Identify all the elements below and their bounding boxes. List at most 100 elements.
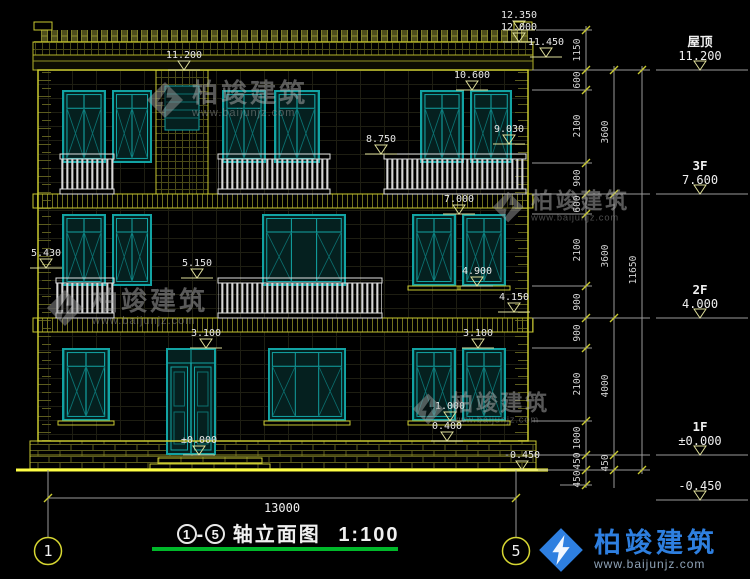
dim-value: 600 [572,195,583,212]
spot-elevation-marker: 12.350 [501,10,537,31]
spot-elevation-marker: -0.450 [504,450,540,471]
dim-value: 450 [572,470,583,487]
dim-value: 900 [572,293,583,310]
spot-elevation-marker: 5.430 [30,248,62,269]
title-underline [152,547,398,551]
spot-elevation-marker: ±0.000 [181,435,217,456]
spot-elevation-marker: 0.400 [431,421,463,442]
elevation-value: 10.600 [454,70,490,81]
brand-name: 柏竣建筑 [594,527,718,558]
axis-number-left: 1 [43,542,52,560]
elevation-value: 8.750 [366,134,396,145]
elevation-value: 5.150 [182,258,212,269]
window-sill [263,420,351,426]
dim-ticks-inner [581,25,591,490]
dim-value: 1000 [572,426,583,449]
brand-footer[interactable]: 柏竣建筑 www.baijunjz.com [538,527,718,573]
window-sill [57,420,115,426]
window-2f-center [262,214,346,286]
elevation-value: 12.350 [501,10,537,21]
spot-elevation-marker: 11.450 [528,37,564,58]
roof-parapet [32,21,534,71]
dim-value: 450 [600,454,611,471]
balcony-railing-2f [55,277,383,319]
window-sill [407,285,461,291]
elevation-value: 4.900 [462,266,492,277]
dim-ticks-mid [609,65,619,475]
axis-grid-bubbles: 1 5 [33,536,531,566]
slab-2f [32,317,534,333]
extension-lines-major [532,69,650,471]
title-text: 轴立面图 [232,524,321,546]
balcony-railing-3f [59,153,527,195]
level-ground: -0.450 [656,479,748,501]
spot-elevation-marker: 4.150 [498,292,530,313]
window-3f-1 [62,90,106,163]
level-label: 屋顶 [687,34,713,49]
window-3f-2 [112,90,152,163]
elevation-value: 9.030 [494,124,524,135]
dimension-chains-right: 1150 600 2100 900 600 2100 900 900 2100 … [532,25,650,490]
dim-value: 1150 [572,38,583,61]
title-axis-start: 1 [176,524,197,544]
window-3f-5 [420,90,464,163]
spot-elevation-marker: 12.000 [501,22,537,43]
elevation-value: 0.400 [432,421,462,432]
spot-elevation-marker: 8.750 [365,134,397,155]
window-2f-1 [62,214,106,286]
elevation-value: 1.000 [435,401,465,412]
title-scale: 1:100 [338,524,400,546]
spot-elevation-marker: 4.900 [461,266,493,287]
title-separator: - [196,524,206,546]
level-label: 2F [692,282,707,297]
dim-value: 2100 [572,238,583,261]
spot-elevation-markers: 12.350 12.000 11.450 11.200 10.600 9.030… [30,10,564,471]
axis-bubble-5 [501,536,531,566]
elevation-value: 7.000 [444,194,474,205]
dim-value: 600 [572,71,583,88]
spot-elevation-marker: 11.200 [166,50,202,71]
elevation-value: 12.000 [501,22,537,33]
level-value: -0.450 [678,479,721,493]
building-outline [37,69,529,442]
spot-elevation-marker: 7.000 [443,194,475,215]
dim-value: 4000 [600,374,611,397]
dim-value: 2100 [572,372,583,395]
dim-total-width: 13000 [264,501,300,515]
level-2f: 2F 4.000 [656,282,748,319]
level-value: 11.200 [678,49,721,63]
level-label: 3F [692,158,707,173]
dimension-bottom: 13000 [43,470,521,538]
building-elevation [16,21,548,472]
window-sill [457,420,511,426]
elevation-value: 5.430 [31,248,61,259]
level-value: 7.600 [682,173,718,187]
elevation-value: 3.100 [463,328,493,339]
elevation-value: 11.200 [166,50,202,61]
dim-value: 3600 [600,120,611,143]
level-marks-right: 屋顶 11.200 3F 7.600 2F 4.000 1F ±0.000 -0… [656,34,748,501]
spot-elevation-marker: 3.100 [190,328,222,349]
dim-value: 900 [572,324,583,341]
elevation-value: ±0.000 [181,435,217,446]
elevation-value: 11.450 [528,37,564,48]
extension-lines-minor [532,29,592,486]
spot-elevation-marker: 3.100 [462,328,494,349]
elevation-value: 3.100 [191,328,221,339]
spot-elevation-marker: 10.600 [454,70,490,91]
level-3f: 3F 7.600 [656,158,748,195]
dim-value: 2100 [572,114,583,137]
spot-elevation-marker: 9.030 [493,124,525,145]
window-2f-2 [112,214,152,286]
dimension-lines [585,26,643,488]
level-value: 4.000 [682,297,718,311]
window-2f-3 [412,214,456,286]
axis-bubble-1 [33,536,63,566]
level-value: ±0.000 [678,434,721,448]
dim-ticks-total [637,65,647,475]
elevation-value: -0.450 [504,450,540,461]
level-label: 1F [692,419,707,434]
window-3f-4 [274,90,320,163]
